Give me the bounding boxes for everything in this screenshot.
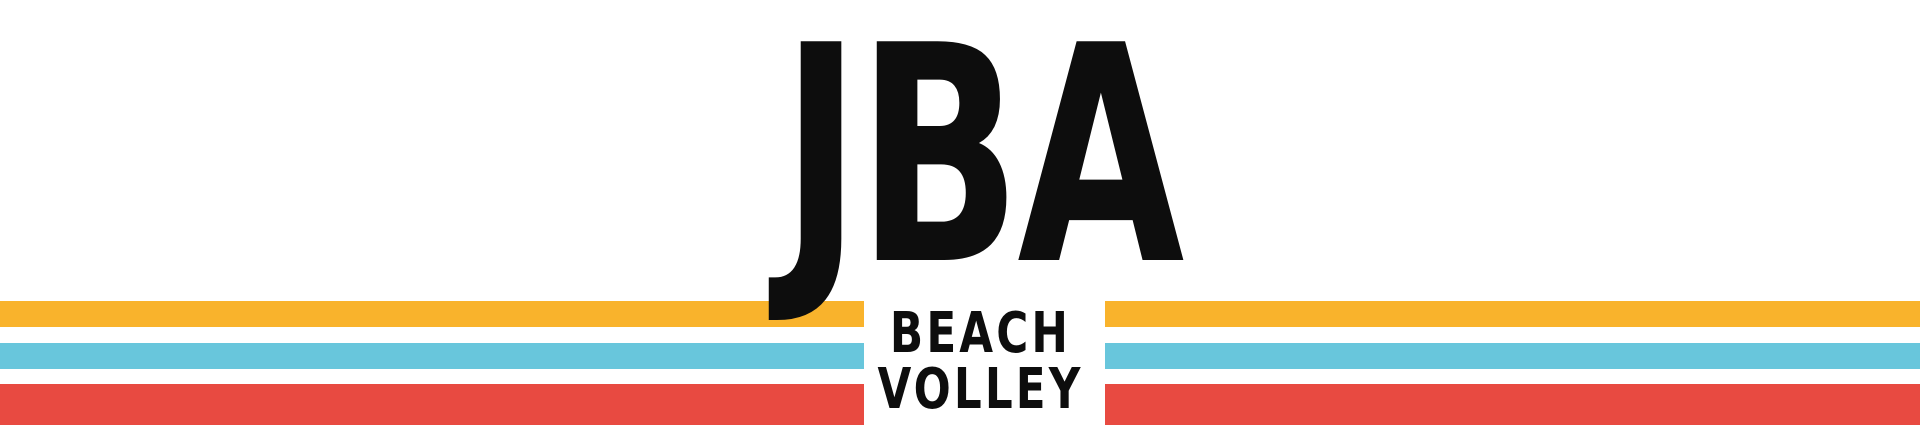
jba-beach-volley-logo[interactable]: JBA BEACH VOLLEY [780,0,1185,425]
stripe-red-right [1105,384,1920,425]
stripe-blue-right [1105,343,1920,369]
stripe-yellow-right [1105,301,1920,327]
stripe-yellow-left [0,301,864,327]
logo-subtitle-volley: VOLLEY [877,357,1084,422]
stripe-red-left [0,384,864,425]
logo-wordmark: JBA [780,0,1185,331]
logo-subtitle-beach: BEACH [889,301,1072,366]
stripe-blue-left [0,343,864,369]
